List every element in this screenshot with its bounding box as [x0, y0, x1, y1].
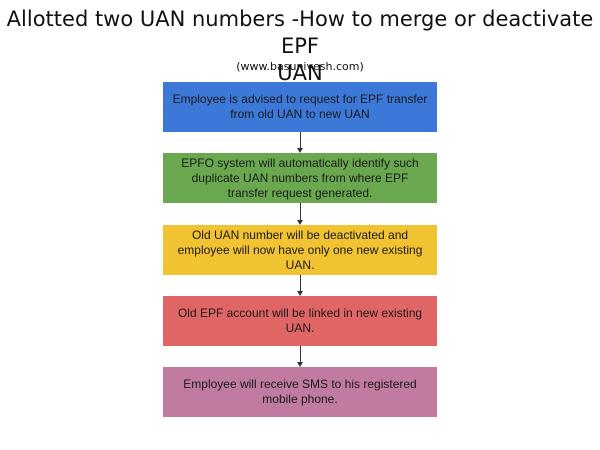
arrow-1-to-2 — [297, 132, 303, 153]
step-text-2: EPFO system will automatically identify … — [181, 155, 419, 200]
step-text-4: Old EPF account will be linked in new ex… — [177, 306, 423, 335]
step-text-5: Employee will receive SMS to his registe… — [183, 377, 417, 406]
step-box-4: Old EPF account will be linked in new ex… — [163, 296, 437, 346]
source-url: (www.basunivesh.com) — [236, 60, 364, 73]
arrowhead-icon — [297, 362, 303, 367]
arrow-2-to-3 — [297, 203, 303, 225]
title-line-2: UAN — [277, 61, 323, 85]
arrowhead-icon — [297, 148, 303, 153]
step-box-5: Employee will receive SMS to his registe… — [163, 367, 437, 417]
step-box-3: Old UAN number will be deactivated and e… — [163, 225, 437, 275]
title-line-1: Allotted two UAN numbers -How to merge o… — [6, 7, 594, 58]
step-text-1: Employee is advised to request for EPF t… — [172, 92, 428, 121]
step-box-1: Employee is advised to request for EPF t… — [163, 82, 437, 132]
arrow-4-to-5 — [297, 346, 303, 367]
step-text-3: Old UAN number will be deactivated and e… — [177, 227, 423, 272]
arrowhead-icon — [297, 220, 303, 225]
step-box-2: EPFO system will automatically identify … — [163, 153, 437, 203]
diagram-title: Allotted two UAN numbers -How to merge o… — [0, 6, 600, 87]
arrowhead-icon — [297, 291, 303, 296]
arrow-3-to-4 — [297, 275, 303, 296]
